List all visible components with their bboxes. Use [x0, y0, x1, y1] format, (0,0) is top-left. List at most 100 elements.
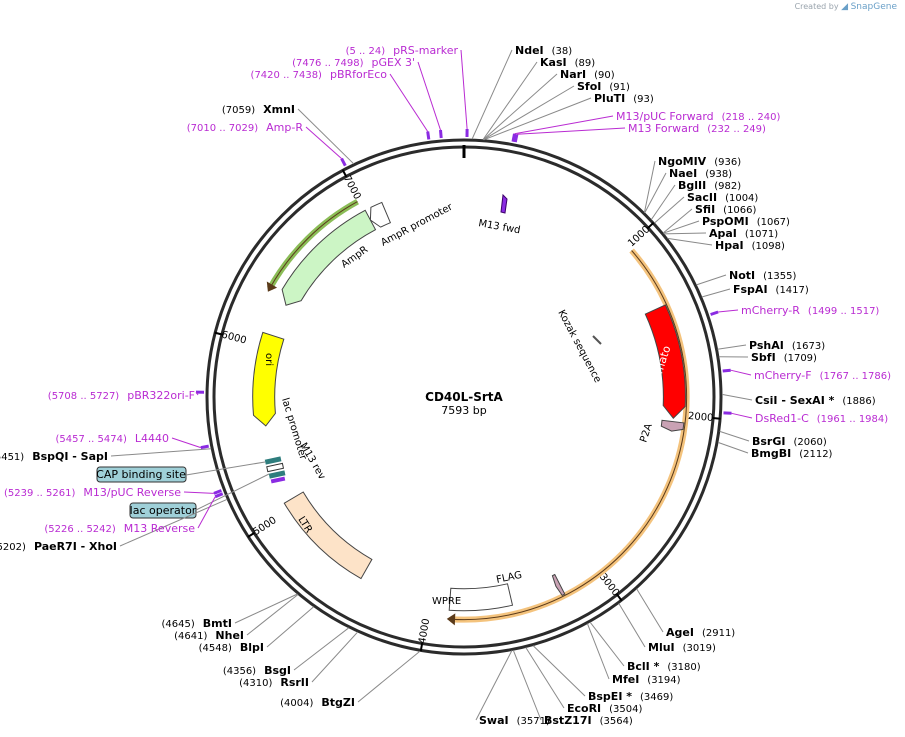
enzyme-leader — [293, 627, 350, 671]
enzyme-leader — [589, 621, 625, 667]
tick-mark — [247, 531, 256, 538]
enzyme-leader — [483, 97, 592, 141]
enzyme-position: (5202) — [0, 542, 26, 553]
tick-mark — [712, 417, 721, 420]
primer-leader — [718, 309, 739, 313]
enzyme-position: (1071) — [745, 229, 778, 240]
tick-label: 4000 — [417, 618, 432, 645]
enzyme-name: SfoI — [577, 80, 601, 93]
cap-binding-site-leader — [185, 461, 266, 476]
enzyme-leader — [696, 274, 727, 286]
enzyme-name: BclI * — [627, 660, 660, 673]
enzyme-bspqi-sapi: (5451)BspQI - SapI — [0, 450, 108, 463]
primer-pgex-3: (7476 .. 7498)pGEX 3' — [292, 56, 415, 69]
snapgene-logo-icon: ◢ — [841, 2, 849, 12]
primer-name: pRS-marker — [393, 44, 458, 57]
primer-position: (1767 .. 1786) — [820, 371, 892, 382]
primer-leader — [183, 491, 214, 494]
enzyme-position: (2911) — [702, 628, 735, 639]
primer-m13-puc-reverse: (5239 .. 5261)M13/pUC Reverse — [4, 486, 181, 499]
primer-m13-forward: M13 Forward(232 .. 249) — [628, 122, 766, 135]
primer-position: (7420 .. 7438) — [251, 70, 323, 81]
enzyme-pshai: PshAI(1673) — [749, 339, 825, 352]
enzyme-position: (982) — [714, 181, 741, 192]
feature-label-wpre: WPRE — [432, 596, 461, 607]
primer-position: (1499 .. 1517) — [808, 306, 880, 317]
enzyme-position: (4645) — [162, 619, 195, 630]
primer-position: (232 .. 249) — [707, 124, 766, 135]
enzyme-nari: NarI(90) — [560, 68, 615, 81]
feature-label-ori: ori — [263, 353, 274, 366]
enzyme-position: (3469) — [640, 692, 673, 703]
enzyme-leader — [644, 172, 667, 214]
primer-pbrforeco: (7420 .. 7438)pBRforEco — [251, 68, 388, 81]
enzyme-bsgi: (4356)BsgI — [223, 664, 291, 677]
enzyme-position: (1673) — [792, 341, 825, 352]
primer-leader — [389, 73, 429, 132]
enzyme-apai: ApaI(1071) — [709, 227, 778, 240]
cap-binding-site-label: CAP binding site — [96, 468, 186, 481]
primer-name: mCherry-F — [754, 369, 812, 382]
enzyme-leader — [266, 606, 315, 648]
enzyme-bmgbi: BmgBI(2112) — [751, 447, 833, 460]
enzyme-leader — [663, 232, 707, 235]
enzyme-position: (1886) — [842, 396, 875, 407]
tick-label: 2000 — [688, 411, 714, 424]
backbone-outer-ring — [205, 138, 723, 656]
lac-operator-glyph — [268, 470, 286, 479]
enzyme-name: KasI — [540, 56, 567, 69]
primer-leader — [171, 437, 201, 449]
enzyme-leader — [636, 588, 664, 633]
lac-promoter-glyph — [266, 462, 285, 473]
enzyme-leader — [717, 344, 747, 350]
enzyme-name: NarI — [560, 68, 586, 81]
m13-rev-glyph — [270, 476, 286, 484]
enzyme-leader — [654, 196, 685, 224]
enzyme-name: SwaI — [479, 714, 509, 727]
enzyme-leader — [701, 288, 731, 298]
enzyme-mlui: MluI (3019) — [648, 641, 716, 654]
feature-flag — [551, 573, 566, 597]
tick-mark — [616, 593, 623, 602]
feature-label-m13-fwd: M13 fwd — [477, 218, 521, 236]
feature-label-p2a: P2A — [638, 422, 654, 444]
primer-position: (218 .. 240) — [722, 112, 781, 123]
enzyme-name: FspAI — [733, 283, 768, 296]
restriction-sites: NdeI(38)KasI(89)NarI(90)SfoI(91)PluTI(93… — [0, 44, 876, 727]
enzyme-leader — [663, 220, 700, 234]
primer-name: M13/pUC Reverse — [83, 486, 181, 499]
tick-mark — [214, 331, 223, 336]
primer-position: (5 .. 24) — [346, 46, 386, 57]
feature-ori — [252, 331, 285, 427]
enzyme-csii-sexai: CsiI - SexAI *(1886) — [755, 394, 876, 407]
enzyme-ecori: EcoRI(3504) — [567, 702, 643, 715]
enzyme-name: PaeR7I - XhoI — [34, 540, 117, 553]
enzyme-position: (3194) — [647, 675, 680, 686]
enzyme-swai: SwaI(3571) — [479, 714, 550, 727]
primer-mark — [200, 444, 209, 450]
enzyme-leader — [525, 647, 565, 709]
enzyme-leader — [246, 594, 299, 636]
tick-label: 5000 — [251, 515, 278, 538]
tick-mark — [419, 642, 424, 652]
enzyme-position: (1098) — [752, 241, 785, 252]
primer-position: (5708 .. 5727) — [48, 391, 120, 402]
enzyme-name: BmgBI — [751, 447, 791, 460]
enzyme-leader — [586, 623, 610, 680]
enzyme-position: (38) — [552, 46, 573, 57]
enzyme-position: (3019) — [683, 643, 716, 654]
feature-label-kozak: Kozak sequence — [555, 308, 603, 384]
primer-dsred1-c: DsRed1-C(1961 .. 1984) — [755, 412, 888, 425]
primer-mark — [426, 131, 431, 140]
enzyme-name: MluI — [648, 641, 675, 654]
enzyme-name: PspOMI — [702, 215, 749, 228]
enzyme-name: NaeI — [669, 167, 697, 180]
enzyme-position: (3180) — [667, 662, 700, 673]
enzyme-leader — [667, 237, 713, 246]
enzyme-name: SbfI — [751, 351, 776, 364]
enzyme-position: (5451) — [0, 452, 24, 463]
primer-name: L4440 — [135, 432, 169, 445]
enzyme-leader — [512, 650, 542, 721]
primer-mark — [340, 157, 347, 167]
